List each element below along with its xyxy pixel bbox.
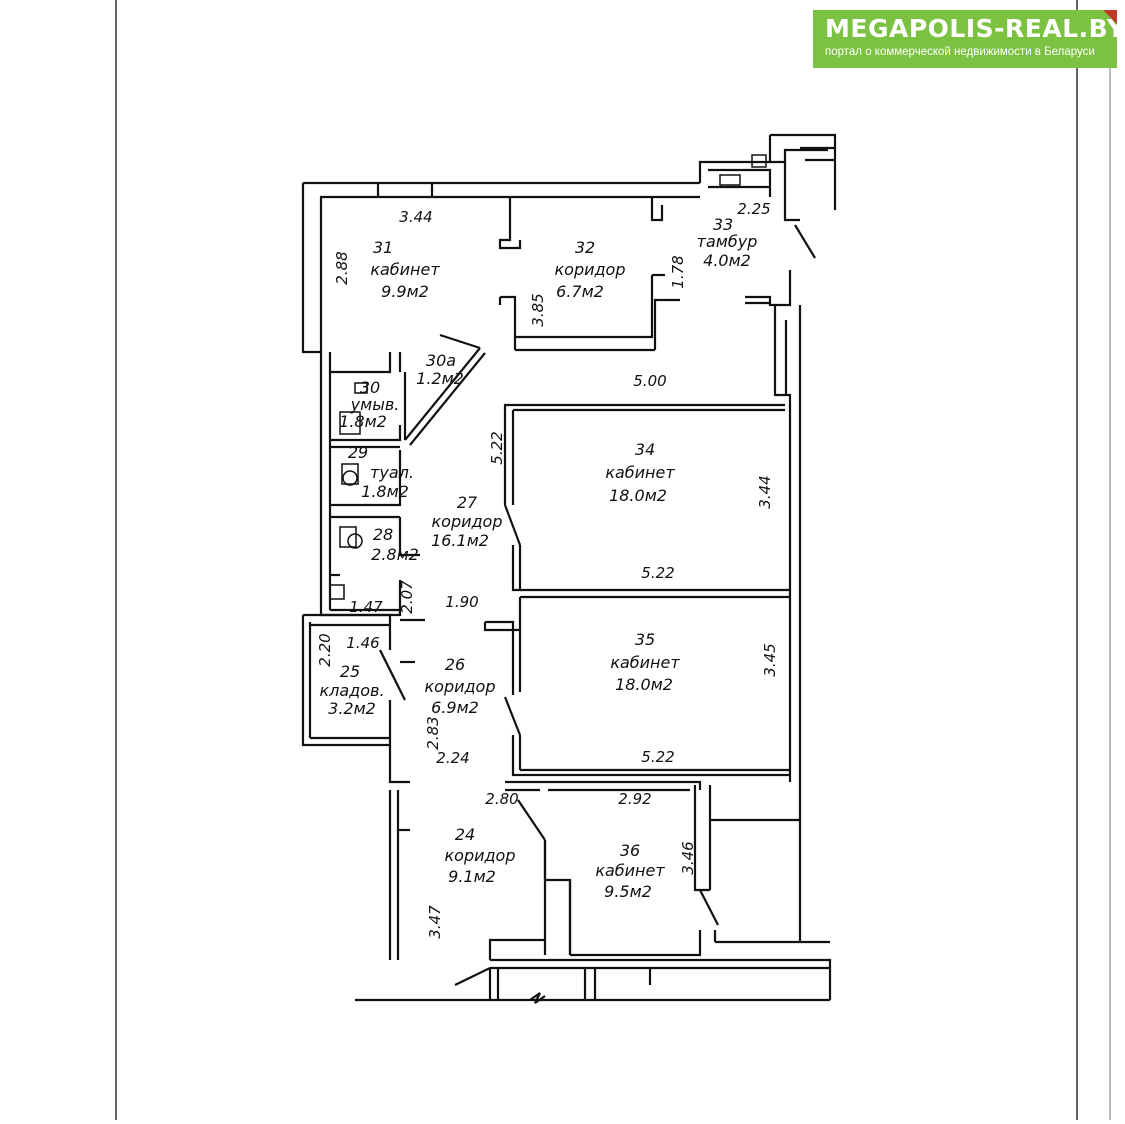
room-name: коридор (554, 260, 625, 279)
room-name: тамбур (697, 232, 758, 251)
walls (301, 133, 837, 1004)
room-32: 32 коридор 6.7м2 (554, 238, 625, 301)
room-number: 31 (373, 238, 393, 257)
room-name: кабинет (370, 260, 440, 279)
room-area: 9.9м2 (381, 282, 429, 301)
dimension: 5.22 (641, 748, 674, 766)
dimension: 1.47 (349, 598, 383, 616)
room-24: 24 коридор 9.1м2 (444, 825, 515, 886)
room-30a: 30а 1.2м2 (416, 351, 464, 388)
dimension: 5.22 (488, 431, 506, 464)
dimension: 2.80 (485, 790, 518, 808)
dimension: 2.24 (436, 749, 469, 767)
room-area: 1.2м2 (416, 369, 464, 388)
dimension: 3.85 (529, 293, 547, 326)
room-name: умыв. (350, 395, 400, 414)
dimension: 2.25 (737, 200, 770, 218)
dimension-labels: 3.44 2.88 3.85 1.78 2.25 5.00 5.22 3.44 … (316, 200, 779, 939)
room-number: 27 (457, 493, 478, 512)
dimension: 3.44 (756, 475, 774, 508)
room-area: 4.0м2 (703, 251, 751, 270)
room-30: 30 умыв. 1.8м2 (339, 378, 399, 431)
room-name: коридор (444, 846, 515, 865)
room-area: 9.1м2 (448, 867, 496, 886)
room-area: 2.8м2 (371, 545, 419, 564)
room-number: 26 (445, 655, 465, 674)
dimension: 1.78 (669, 255, 687, 288)
room-number: 24 (455, 825, 475, 844)
room-area: 16.1м2 (431, 531, 489, 550)
room-name: коридор (424, 677, 495, 696)
room-area: 6.9м2 (431, 698, 479, 717)
sheet-frame (115, 0, 1111, 1120)
room-name: коридор (431, 512, 502, 531)
room-35: 35 кабинет 18.0м2 (610, 630, 680, 694)
dimension: 2.83 (424, 716, 442, 749)
room-number: 34 (635, 440, 655, 459)
room-36: 36 кабинет 9.5м2 (595, 841, 665, 901)
room-28: 28 2.8м2 (371, 525, 419, 564)
dimension: 3.46 (679, 841, 697, 874)
room-name: кабинет (610, 653, 680, 672)
dimension: 3.44 (399, 208, 432, 226)
plumbing-fixtures (329, 154, 767, 600)
room-number: 28 (373, 525, 393, 544)
dimension: 2.07 (398, 580, 416, 614)
room-number: 36 (620, 841, 640, 860)
logo-name: MEGAPOLIS-REAL.BY (825, 14, 1125, 43)
logo-corner-mark (1103, 10, 1117, 24)
room-area: 1.8м2 (339, 412, 387, 431)
dimension: 3.45 (761, 643, 779, 676)
room-name: туал. (370, 463, 414, 482)
room-area: 9.5м2 (604, 882, 652, 901)
room-name: кабинет (605, 463, 675, 482)
dimension: 5.22 (641, 564, 674, 582)
room-29: 29 туал. 1.8м2 (348, 443, 414, 501)
dimension: 2.88 (333, 251, 351, 284)
room-number: 29 (348, 443, 368, 462)
room-number: 32 (575, 238, 595, 257)
room-name: кабинет (595, 861, 665, 880)
room-31: 31 кабинет 9.9м2 (370, 238, 440, 301)
room-labels: 31 кабинет 9.9м2 32 коридор 6.7м2 33 там… (319, 215, 757, 901)
room-number: 25 (340, 662, 360, 681)
room-25: 25 кладов. 3.2м2 (319, 662, 384, 718)
room-area: 1.8м2 (361, 482, 409, 501)
dimension: 1.90 (445, 593, 478, 611)
logo-tagline: портал о коммерческой недвижимости в Бел… (825, 46, 1095, 58)
dimension: 2.92 (618, 790, 651, 808)
site-logo[interactable]: MEGAPOLIS-REAL.BY портал о коммерческой … (813, 10, 1125, 68)
room-34: 34 кабинет 18.0м2 (605, 440, 675, 505)
room-name: кладов. (319, 681, 384, 700)
room-26: 26 коридор 6.9м2 (424, 655, 495, 717)
dimension: 3.47 (426, 905, 444, 939)
room-area: 6.7м2 (556, 282, 604, 301)
room-area: 3.2м2 (328, 699, 376, 718)
dimension: 2.20 (316, 633, 334, 666)
room-number: 35 (635, 630, 655, 649)
room-area: 18.0м2 (609, 486, 667, 505)
dimension: 5.00 (633, 372, 666, 390)
room-number: 30а (426, 351, 456, 370)
dimension: 1.46 (346, 634, 379, 652)
room-number: 33 (713, 215, 733, 234)
room-33: 33 тамбур 4.0м2 (697, 215, 758, 270)
room-number: 30 (360, 378, 380, 397)
room-area: 18.0м2 (615, 675, 673, 694)
room-27: 27 коридор 16.1м2 (431, 493, 502, 550)
